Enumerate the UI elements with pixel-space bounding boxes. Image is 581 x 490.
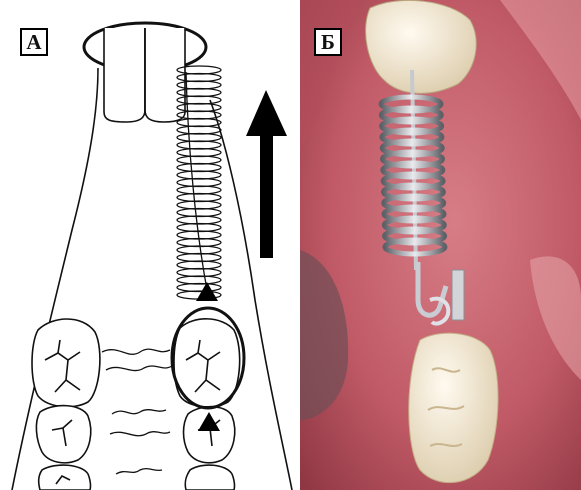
spring-coil — [177, 276, 221, 284]
spring-coil — [177, 201, 221, 209]
schematic-drawing — [0, 0, 298, 490]
panel-a-drawing: А — [0, 0, 298, 490]
spring-coil — [177, 119, 221, 127]
spring-coil — [177, 224, 221, 232]
incisor-left — [104, 28, 145, 122]
panel-b-photo: Б — [300, 0, 581, 490]
spring-coil — [177, 171, 221, 179]
spring-coil — [177, 216, 221, 224]
spring-coil — [177, 134, 221, 142]
spring-coil — [177, 246, 221, 254]
spring-coil — [177, 179, 221, 187]
spring-coil — [177, 149, 221, 157]
spring-coil — [177, 126, 221, 134]
molar-left — [32, 319, 100, 407]
spring-coil — [177, 141, 221, 149]
panel-label-b: Б — [314, 28, 342, 56]
spring-coil — [177, 156, 221, 164]
arrow-up-icon — [246, 90, 287, 258]
palatal-rugae — [102, 349, 172, 474]
spring-coil — [177, 254, 221, 262]
spring-coil — [177, 164, 221, 172]
spring-coil — [177, 209, 221, 217]
spring-coil — [177, 194, 221, 202]
spring-coil — [177, 261, 221, 269]
incisor-right — [145, 28, 185, 122]
spring-coil — [177, 186, 221, 194]
panel-label-a: А — [20, 28, 48, 56]
clinical-photo — [300, 0, 581, 490]
ligature-wire — [186, 72, 207, 290]
spring-coil — [177, 269, 221, 277]
premolar-right-2 — [185, 465, 234, 490]
spring-coil — [177, 284, 221, 292]
